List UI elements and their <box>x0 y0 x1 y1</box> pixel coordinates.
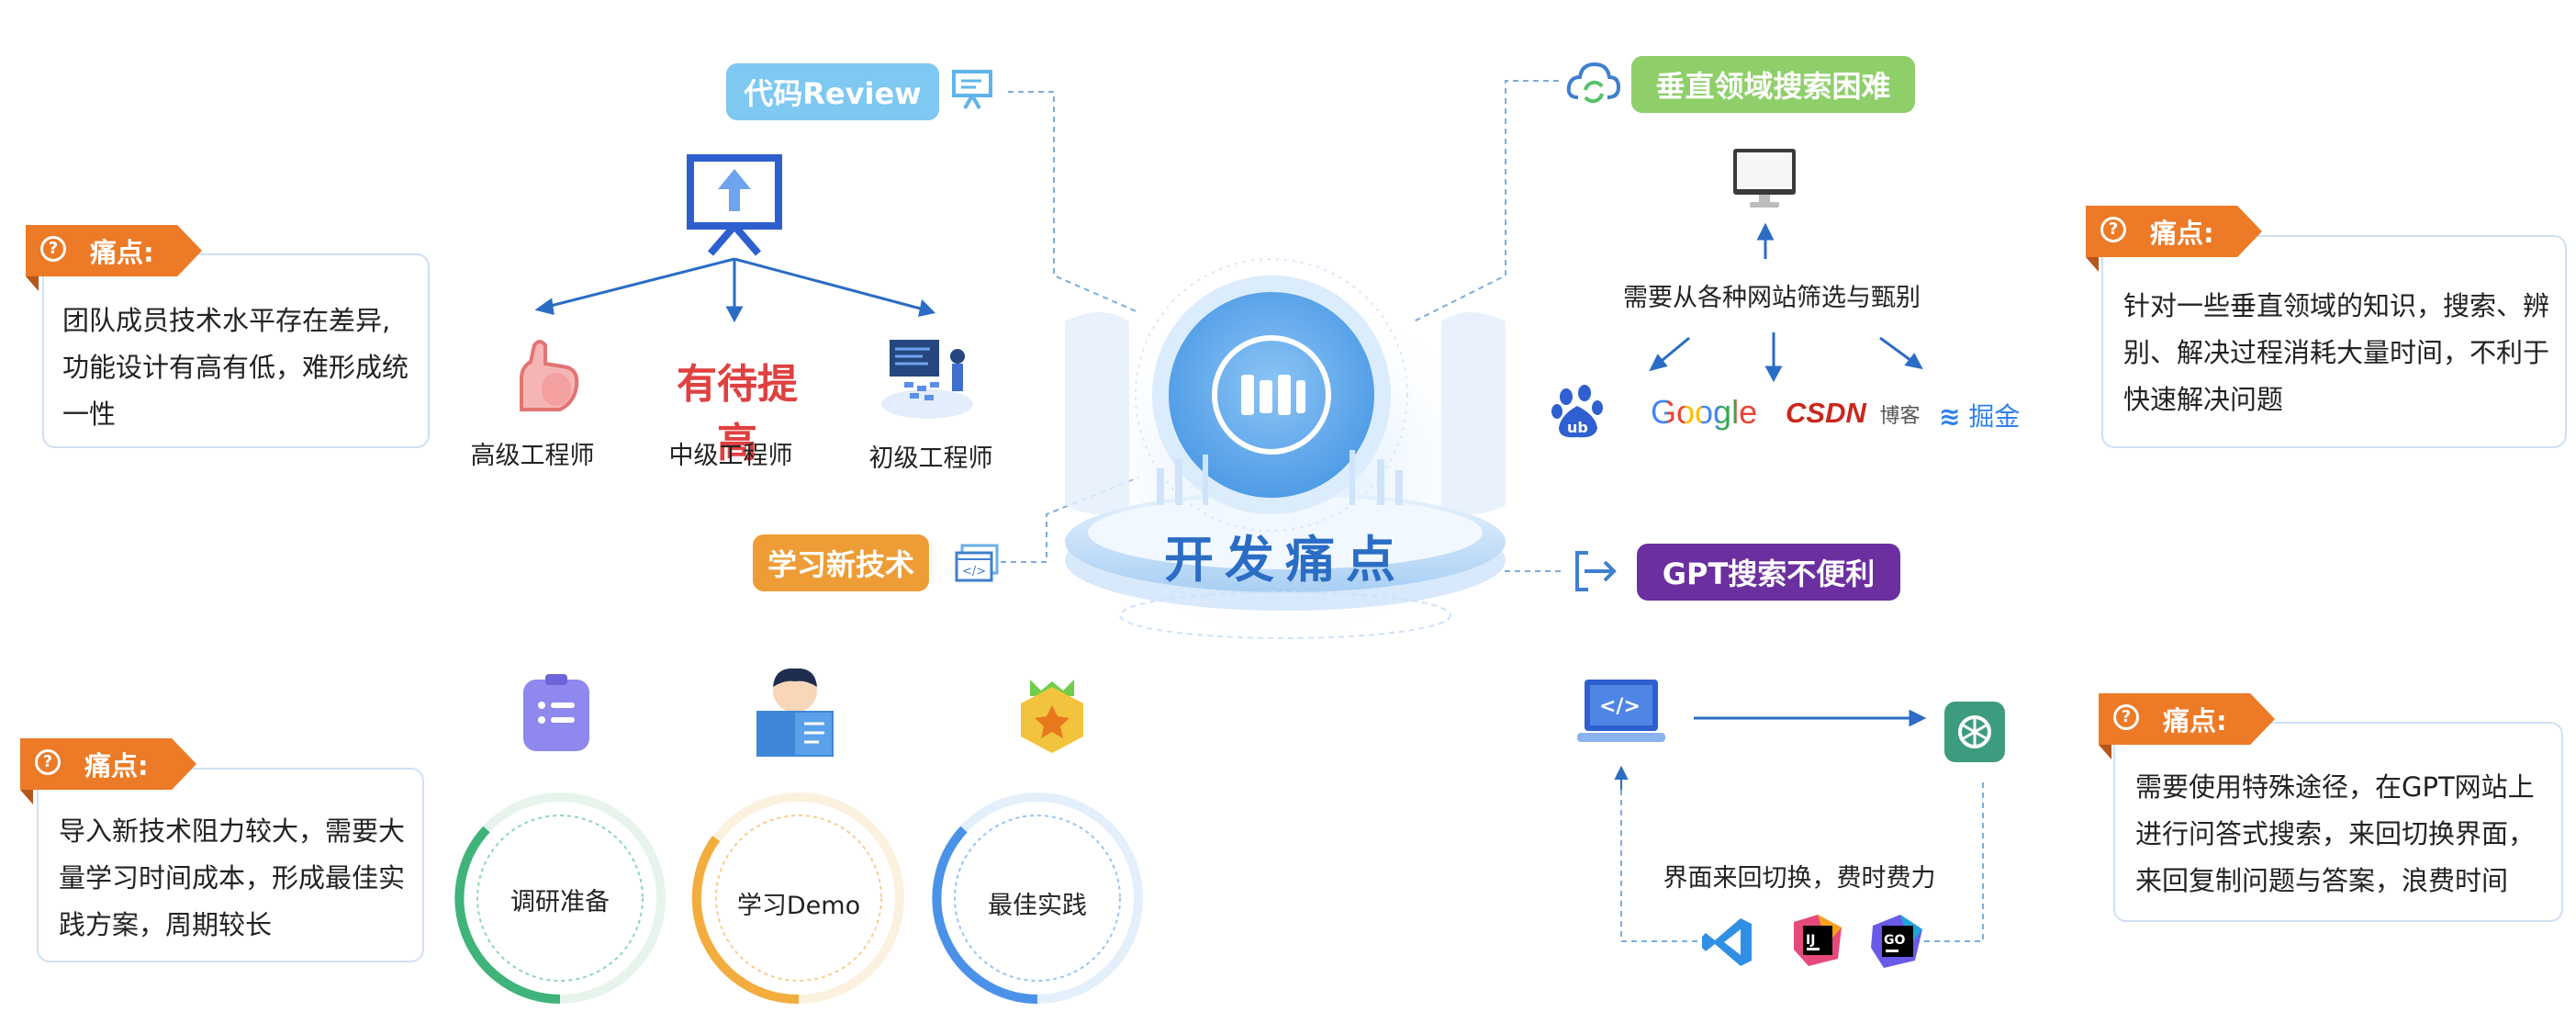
middle-label: 中级工程师 <box>668 442 793 470</box>
thumbs-up-icon <box>520 340 579 411</box>
baidu-paw-icon: ub <box>1551 385 1603 438</box>
tag-fold <box>26 276 39 291</box>
pain-card-vertical-search: 针对一些垂直领域的知识，搜索、辨 别、解决过程消耗大量时间，不利于 快速解决问题 <box>2101 235 2567 448</box>
intellij-icon: IJ <box>1794 915 1842 966</box>
tag-fold <box>20 790 33 804</box>
monitor-icon <box>1733 149 1796 208</box>
goland-icon: GO <box>1871 915 1922 968</box>
clipboard-list-icon <box>523 674 589 751</box>
tag-fold <box>2086 257 2099 272</box>
svg-text:</>: </> <box>1599 695 1641 718</box>
step-research: 调研准备 <box>510 888 610 916</box>
senior-label: 高级工程师 <box>470 442 595 470</box>
pain-text-new-tech: 导入新技术阻力较大，需要大 量学习时间成本，形成最佳实 践方案，周期较长 <box>59 815 406 940</box>
learning-rings <box>454 793 1143 1005</box>
connector-code-review <box>1008 91 1139 313</box>
pain-card-team-skill: 团队成员技术水平存在差异, 功能设计有高有低，难形成统 一性 <box>42 253 430 448</box>
pain-tag-top-left: ? 痛点: <box>26 225 202 276</box>
pain-text-vertical-search: 针对一些垂直领域的知识，搜索、辨 别、解决过程消耗大量时间，不利于 快速解决问题 <box>2123 290 2550 415</box>
topic-vertical-search-label: 垂直领域搜索困难 <box>1655 69 1891 104</box>
chatgpt-icon <box>1944 702 2005 762</box>
baidu-text: ub <box>1567 419 1588 436</box>
step-demo: 学习Demo <box>736 892 861 920</box>
step-practice: 最佳实践 <box>988 892 1087 920</box>
cloud-sync-icon <box>1566 62 1620 104</box>
pain-tag-bottom-right: ? 痛点: <box>2099 693 2275 745</box>
improve-text: 有待提高 <box>677 361 798 467</box>
question-icon: ? <box>40 236 66 262</box>
junior-label: 初级工程师 <box>868 444 993 473</box>
question-icon: ? <box>35 749 61 775</box>
gpt-caption: 界面来回切换，费时费力 <box>1663 864 1936 893</box>
csdn-logo: CSDN 博客 <box>1786 397 1921 429</box>
pain-card-gpt: 需要使用特殊途径，在GPT网站上 进行问答式搜索，来回切换界面， 来回复制问题与… <box>2113 722 2563 922</box>
question-icon: ? <box>2113 704 2139 730</box>
center-logo-icon <box>1212 335 1331 455</box>
search-caption: 需要从各种网站筛选与甄别 <box>1623 284 1921 312</box>
laptop-code-icon: </> <box>1577 680 1665 742</box>
pain-card-new-tech: 导入新技术阻力较大，需要大 量学习时间成本，形成最佳实 践方案，周期较长 <box>37 768 424 962</box>
pain-tag-top-right: ? 痛点: <box>2086 206 2262 257</box>
juejin-logo: ≋ 掘金 <box>1939 401 2021 432</box>
star-badge-icon <box>1021 680 1083 753</box>
juejin-icon: ≋ <box>1939 401 1961 432</box>
upload-board-icon <box>687 154 782 256</box>
svg-text:IJ: IJ <box>1806 933 1815 948</box>
center-title: 开发痛点 <box>1164 531 1406 589</box>
pain-tag-bottom-left: ? 痛点: <box>20 738 196 790</box>
presentation-icon <box>952 70 992 109</box>
svg-text:</>: </> <box>962 565 986 579</box>
connector-gpt-right <box>1919 782 1984 942</box>
topic-gpt-search: GPT搜索不便利 <box>1637 544 1900 601</box>
topic-learn-tech-label: 学习新技术 <box>767 547 914 582</box>
svg-text:GO: GO <box>1884 933 1905 948</box>
center-platform <box>1056 258 1515 652</box>
topic-code-review: 代码Review <box>726 63 939 120</box>
vscode-icon <box>1702 918 1752 966</box>
topic-vertical-search: 垂直领域搜索困难 <box>1631 56 1915 113</box>
connector-gpt-left <box>1620 790 1712 942</box>
question-icon: ? <box>2100 217 2126 242</box>
reading-person-icon <box>756 668 834 757</box>
pain-text-gpt: 需要使用特殊途径，在GPT网站上 进行问答式搜索，来回切换界面， 来回复制问题与… <box>2135 771 2536 896</box>
login-arrow-icon <box>1575 551 1617 591</box>
code-window-icon: </> <box>955 544 999 582</box>
tag-fold <box>2099 745 2111 759</box>
topic-gpt-search-label: GPT搜索不便利 <box>1662 556 1876 591</box>
google-logo: Google <box>1651 393 1758 431</box>
developer-desk-icon <box>881 340 973 419</box>
topic-learn-tech: 学习新技术 <box>753 534 929 591</box>
pain-text-team-skill: 团队成员技术水平存在差异, 功能设计有高有低，难形成统 一性 <box>62 305 409 430</box>
topic-code-review-label: 代码Review <box>744 76 922 111</box>
